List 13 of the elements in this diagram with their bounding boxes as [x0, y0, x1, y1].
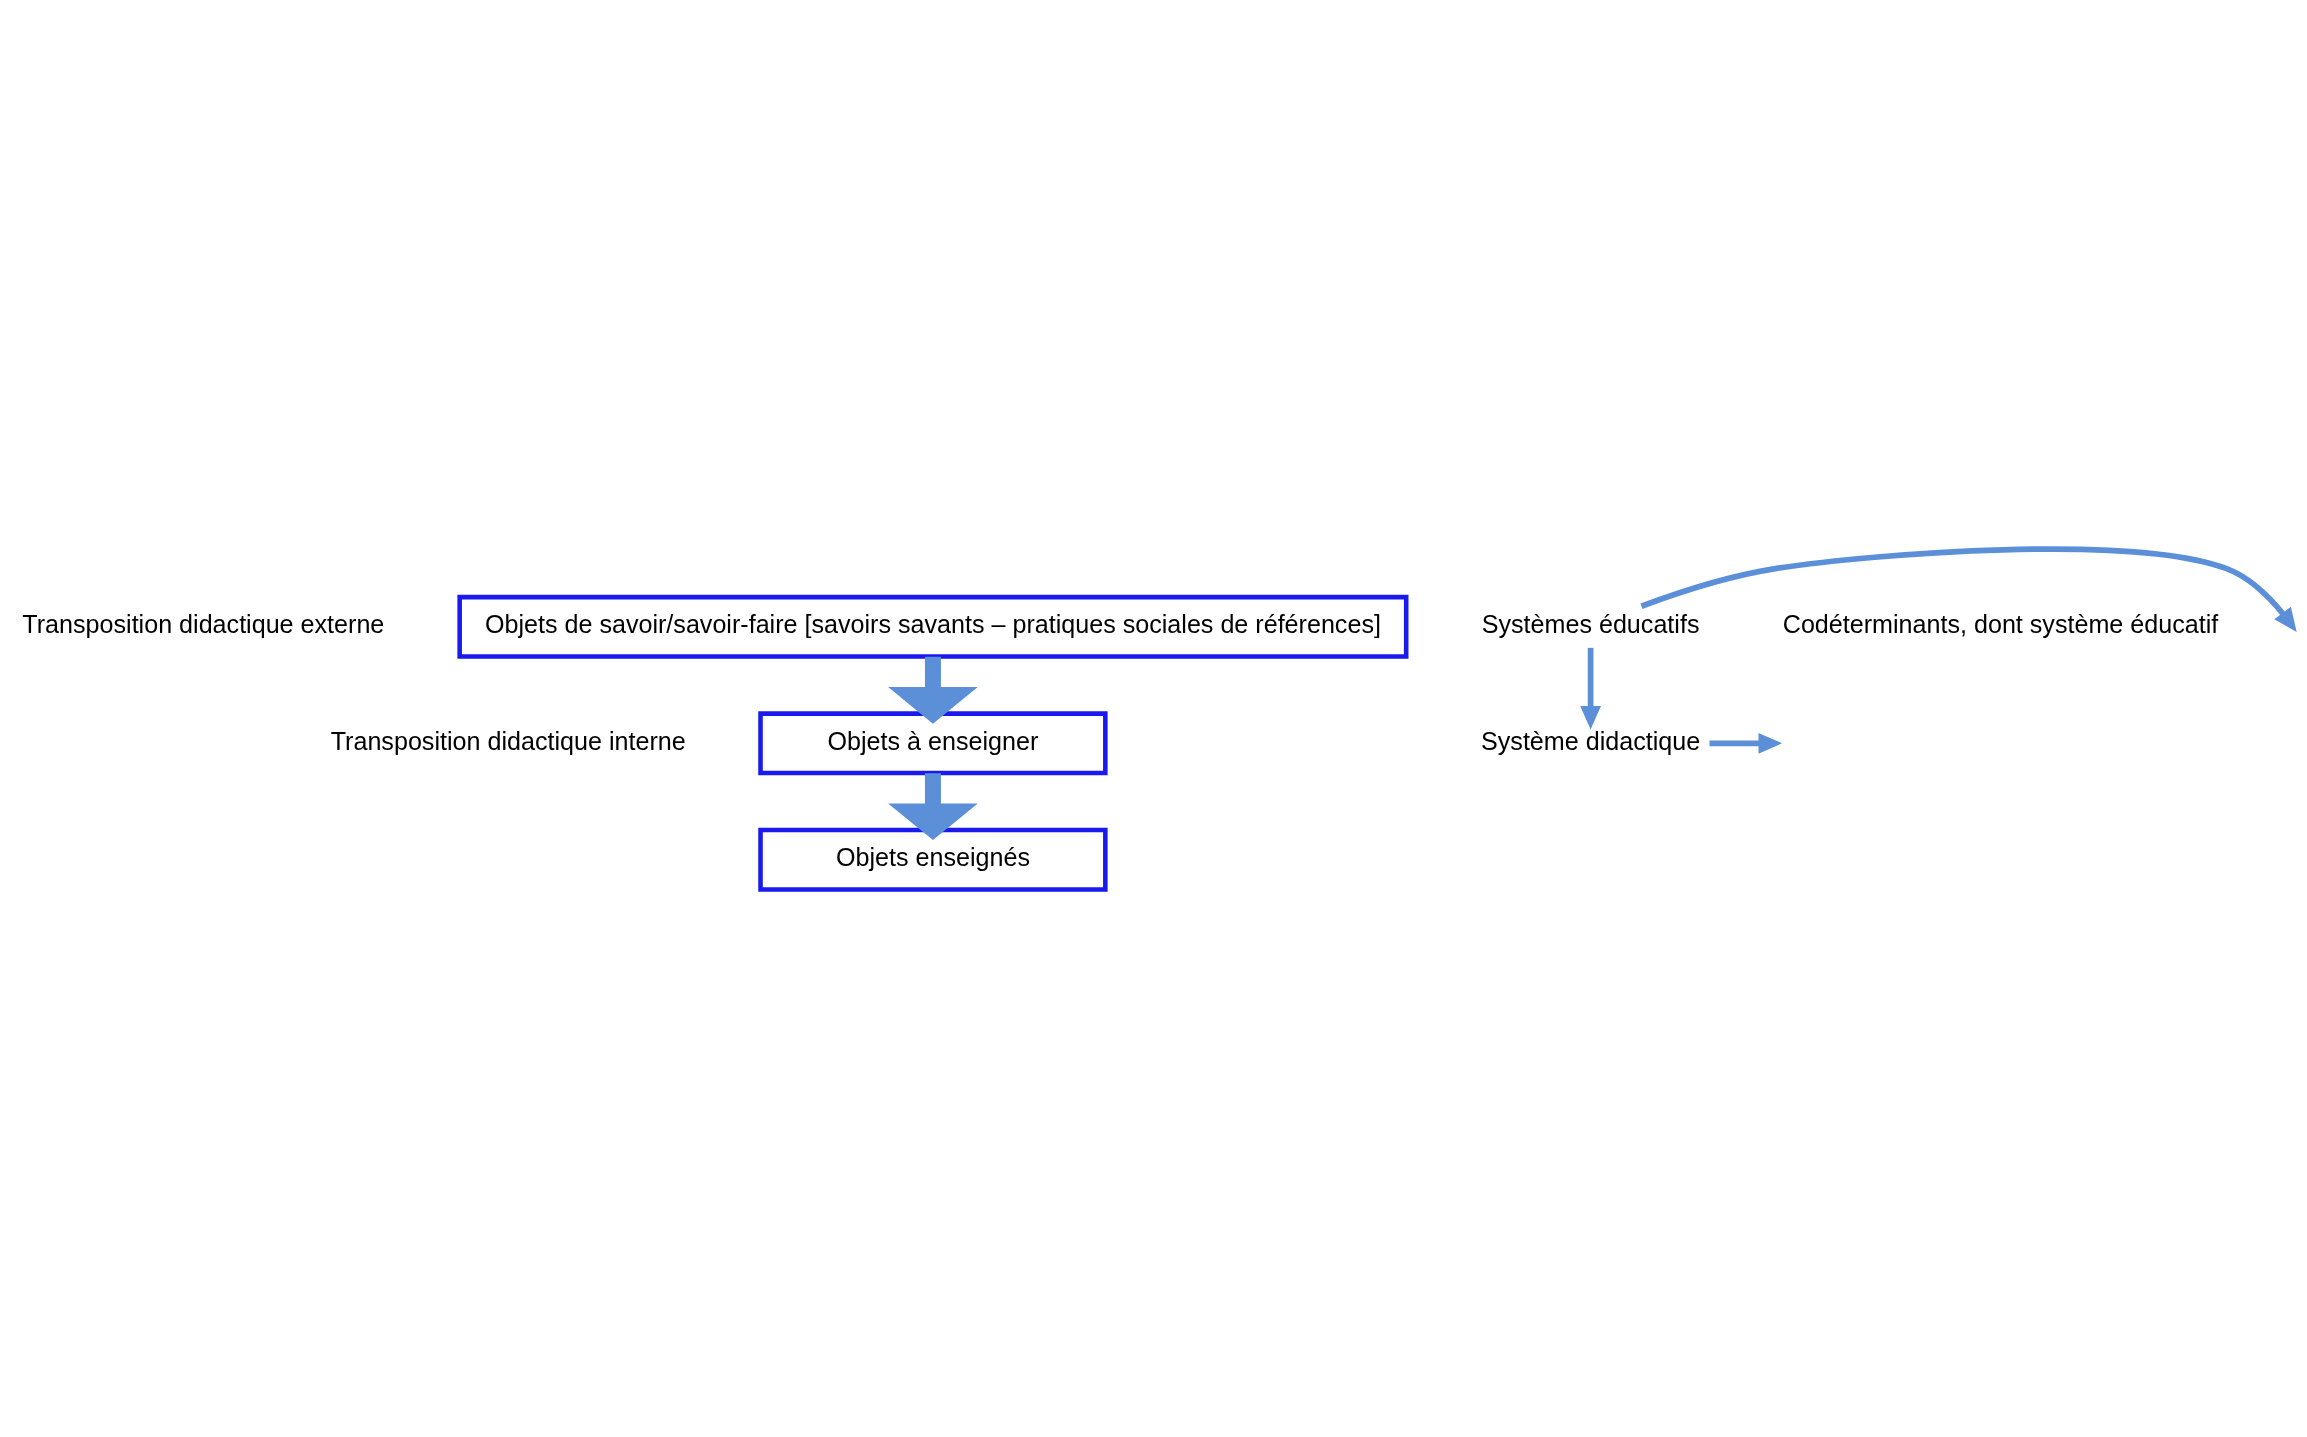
label: Transposition didactique interne: [330, 726, 686, 755]
node-box: Objets enseignés: [758, 827, 1108, 892]
arrow: [1709, 732, 1783, 754]
label: Codéterminants, dont système éducatif: [1782, 609, 2219, 638]
node-text: Systèmes éducatifs: [1481, 609, 1700, 638]
node-box: Objets de savoir/savoir-faire [savoirs savants – pratiques sociales de références]: [457, 594, 1409, 659]
node-text: Système didactique: [1481, 726, 1701, 755]
arrow: [888, 772, 978, 840]
node-box: Objets à enseigner: [758, 710, 1108, 775]
label: Transposition didactique externe: [22, 609, 385, 638]
arrow: [1580, 647, 1601, 730]
arrow: [1640, 545, 2297, 632]
arrow: [888, 656, 978, 724]
